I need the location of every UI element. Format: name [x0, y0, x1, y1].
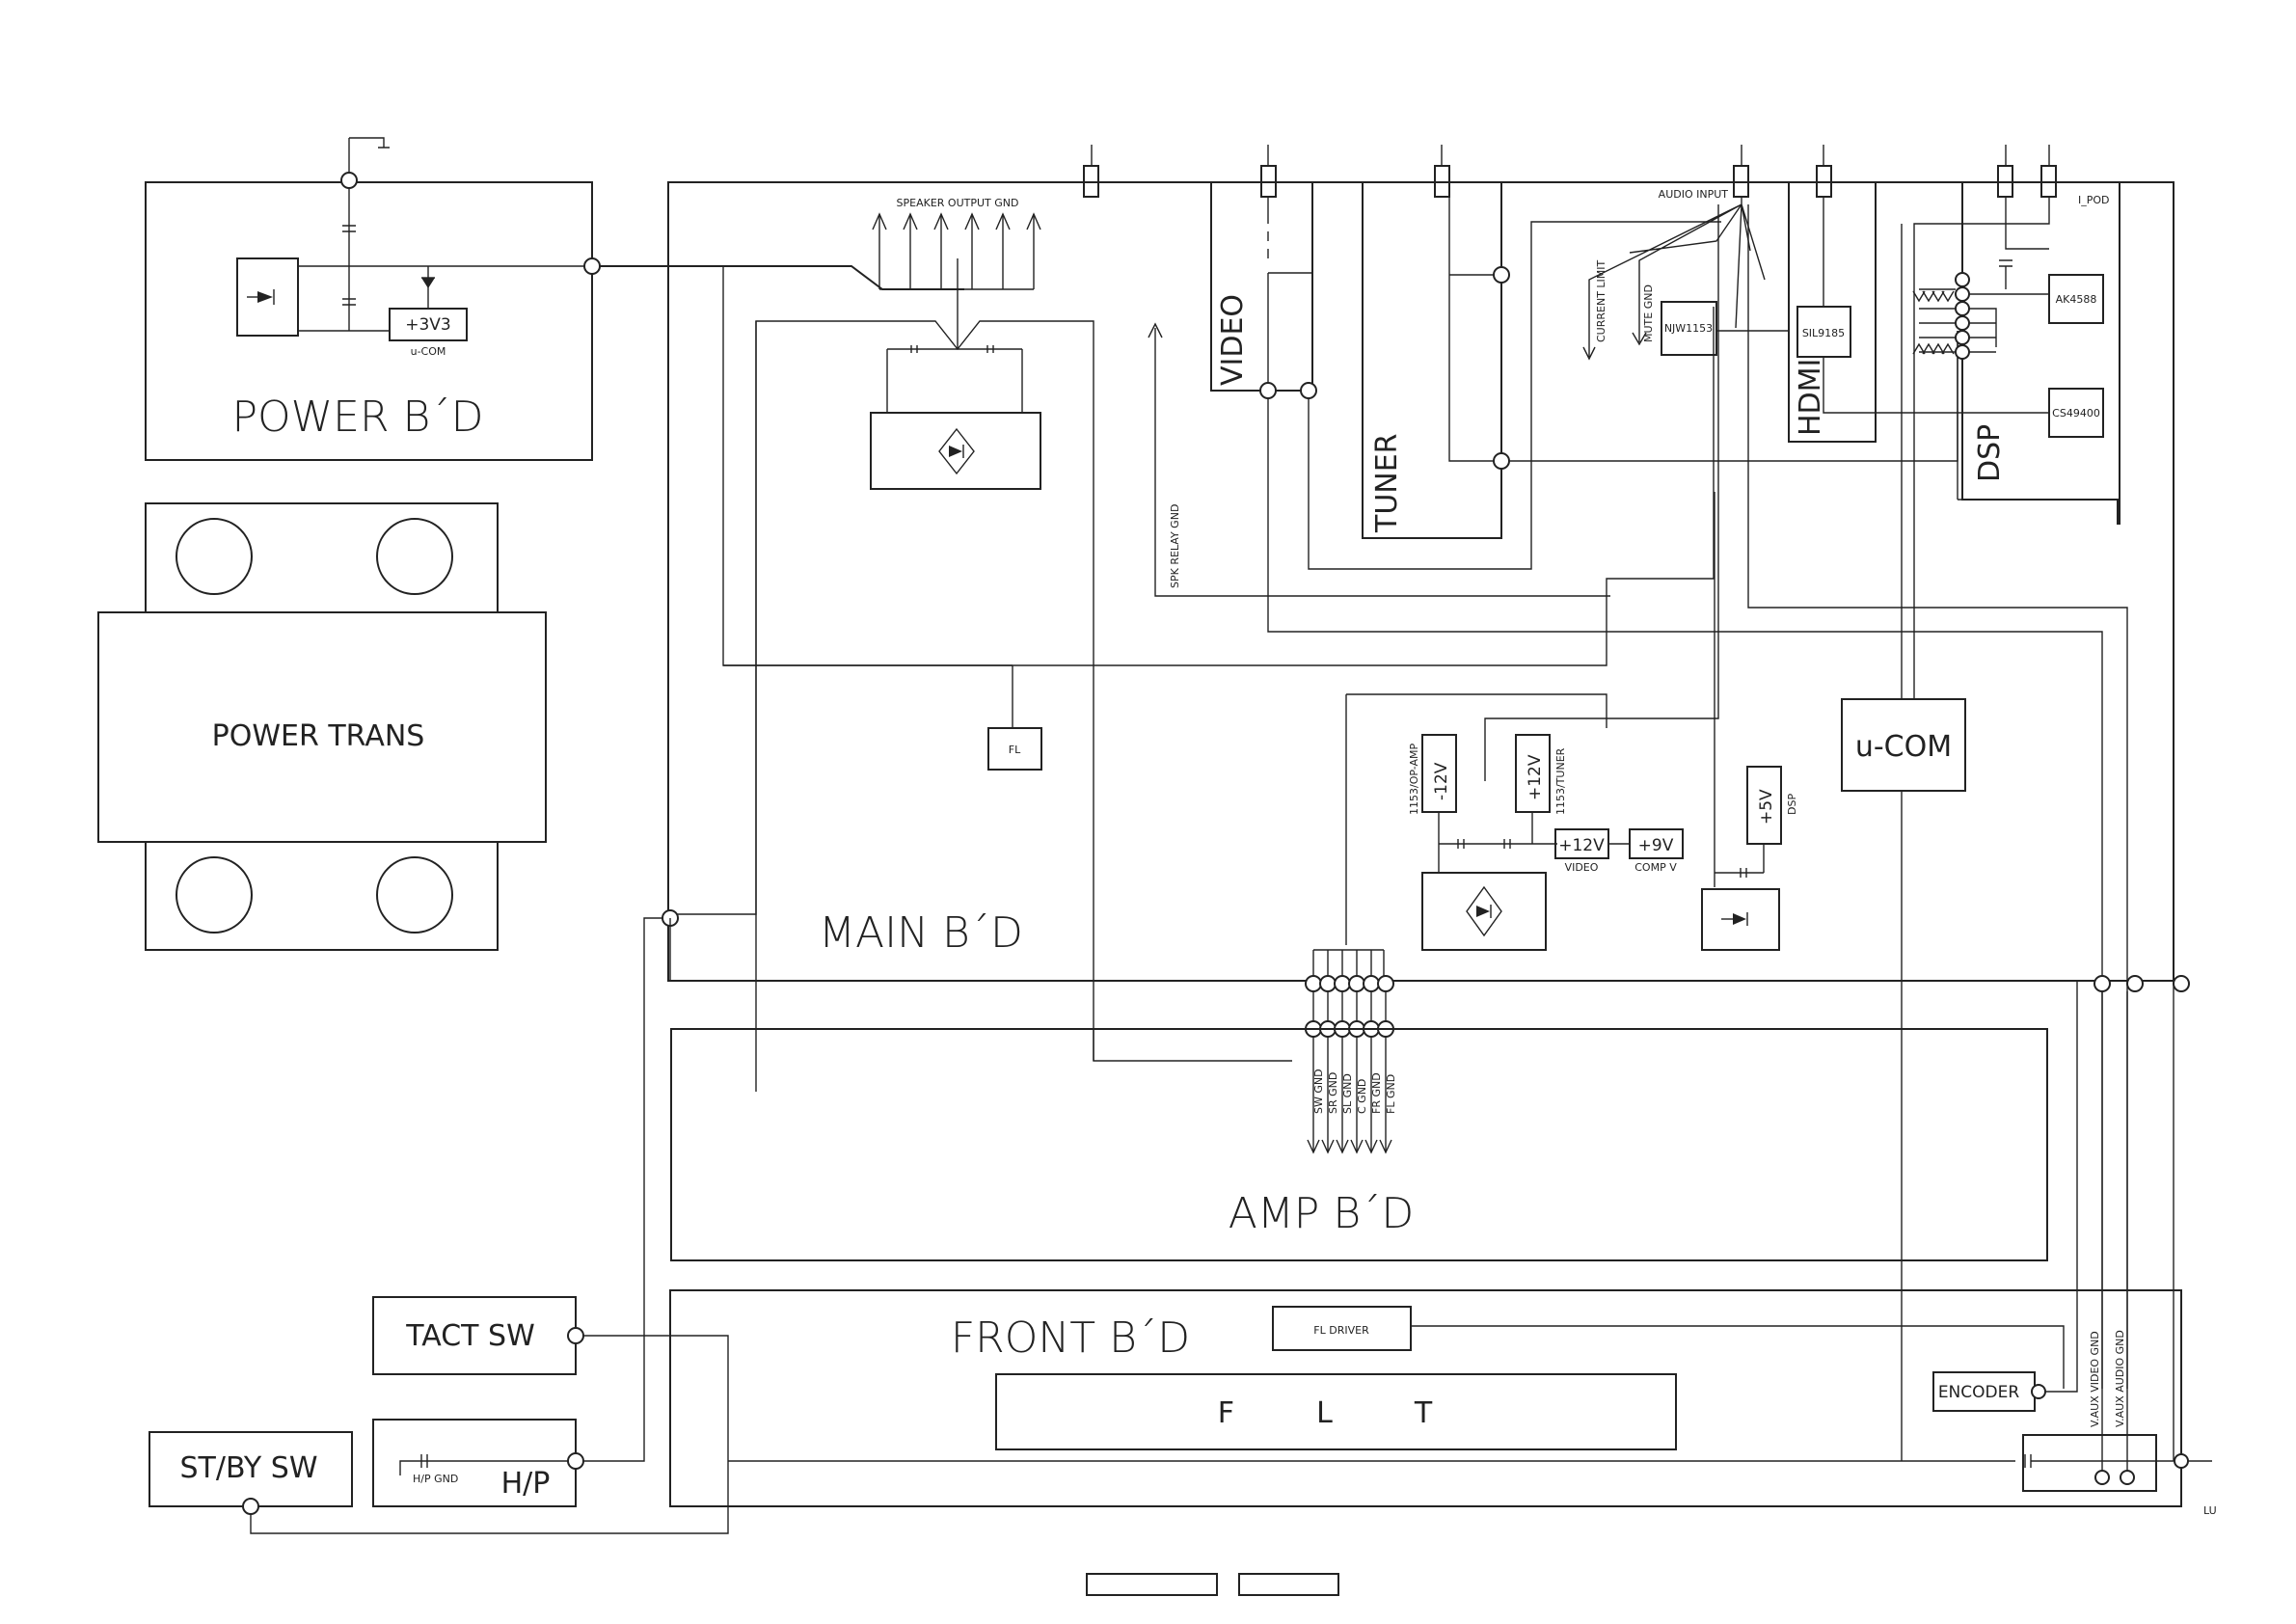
- flt-display: [995, 1373, 1677, 1450]
- power-board: +3V3 u-COM POWER B´D: [145, 137, 601, 461]
- amp-out-sw: SW GND: [1312, 1069, 1325, 1114]
- power-transformer: POWER TRANS: [97, 502, 547, 951]
- title-block-2: [1238, 1573, 1339, 1596]
- stby-sw-label: ST/BY SW: [180, 1451, 318, 1485]
- main-amp-connector: [670, 949, 2190, 1061]
- tuner-module: TUNER: [1362, 182, 1958, 539]
- tact-sw-label: TACT SW: [405, 1319, 535, 1353]
- edge-label: LU: [2203, 1504, 2217, 1517]
- ucom-label: u-COM: [1855, 730, 1952, 764]
- vaux-video-gnd-label: V.AUX VIDEO GND: [2089, 1331, 2101, 1427]
- sil9185-label: SIL9185: [1802, 327, 1845, 339]
- tuner-label: TUNER: [1370, 433, 1404, 533]
- reg-p12v-video: +12V: [1558, 836, 1605, 855]
- ak4588-label: AK4588: [2056, 293, 2097, 306]
- vaux-audio-gnd-label: V.AUX AUDIO GND: [2114, 1330, 2126, 1427]
- hp-label: H/P: [501, 1467, 551, 1501]
- reg-p5v-note: DSP: [1786, 794, 1798, 815]
- reg-p5v: +5V: [1757, 789, 1776, 825]
- title-block-1: [1086, 1573, 1218, 1596]
- dsp-module: DSP I_POD AK4588 CS49400: [1912, 182, 2120, 699]
- hdmi-module: HDMI SIL9185: [1788, 182, 2049, 443]
- regulators-cluster: -12V 1153/OP-AMP +12V 1153/TUNER +12V VI…: [1345, 492, 1798, 951]
- cs49400-label: CS49400: [2052, 407, 2100, 420]
- front-board-title: FRONT B´D: [951, 1313, 1190, 1363]
- video-label: VIDEO: [1216, 294, 1250, 386]
- amp-board: AMP B´D SW GND SR GND SL GND C GND FR GN…: [670, 1028, 2048, 1261]
- main-board: MAIN B´D: [667, 181, 2174, 982]
- ucom-block: [1841, 698, 1966, 792]
- top-connectors: [1083, 145, 2057, 198]
- power-trans-title: POWER TRANS: [212, 719, 425, 753]
- speaker-output-gnd-label: SPEAKER OUTPUT GND: [897, 197, 1019, 209]
- switches: TACT SW H/P H/P GND ST/BY SW: [149, 1296, 729, 1534]
- audio-input: AUDIO INPUT CURRENT LIMIT MUTE GND: [1582, 188, 1766, 361]
- amp-out-c: C GND: [1356, 1079, 1368, 1114]
- ipod-label: I_POD: [2078, 194, 2110, 206]
- njw1153-chip: [1661, 301, 1717, 356]
- flt-label: F L T: [1218, 1396, 1453, 1430]
- reg-3v3-note: u-COM: [411, 345, 446, 358]
- encoder-label: ENCODER: [1938, 1383, 2020, 1402]
- amp-out-fr: FR GND: [1370, 1072, 1383, 1114]
- reg-p12v-video-note: VIDEO: [1565, 861, 1599, 874]
- amp-out-sr: SR GND: [1327, 1072, 1339, 1114]
- hp-gnd-label: H/P GND: [413, 1473, 458, 1485]
- audio-input-label: AUDIO INPUT: [1659, 188, 1729, 201]
- hdmi-label: HDMI: [1794, 359, 1827, 436]
- amp-board-title: AMP B´D: [1229, 1189, 1415, 1238]
- amp-out-sl: SL GND: [1341, 1073, 1354, 1114]
- reg-p9v-note: COMP V: [1634, 861, 1677, 874]
- fl-driver-label: FL DRIVER: [1313, 1324, 1369, 1337]
- power-board-title: POWER B´D: [232, 392, 484, 442]
- amp-out-fl: FL GND: [1385, 1074, 1397, 1114]
- njw1153-label: NJW1153: [1664, 322, 1713, 335]
- reg-m12v: -12V: [1432, 762, 1451, 800]
- current-limit-label: CURRENT LIMIT: [1595, 259, 1607, 342]
- reg-p12v-tuner-note: 1153/TUNER: [1554, 747, 1567, 815]
- front-board: FRONT B´D FL DRIVER F L T ENCODER V.AUX …: [669, 791, 2217, 1517]
- main-board-title: MAIN B´D: [819, 908, 1023, 958]
- fl-block-label: FL: [1009, 744, 1021, 756]
- reg-3v3-label: +3V3: [405, 315, 451, 335]
- spk-relay-gnd-label: SPK RELAY GND: [1169, 504, 1181, 588]
- mute-gnd-label: MUTE GND: [1642, 284, 1655, 342]
- speaker-output-gnd: SPEAKER OUTPUT GND: [755, 197, 1292, 1092]
- reg-m12v-note: 1153/OP-AMP: [1408, 744, 1420, 815]
- reg-p9v: +9V: [1638, 836, 1674, 855]
- reg-p12v-tuner: +12V: [1526, 754, 1545, 800]
- fl-block: [987, 727, 1042, 771]
- dsp-label: DSP: [1973, 424, 2007, 482]
